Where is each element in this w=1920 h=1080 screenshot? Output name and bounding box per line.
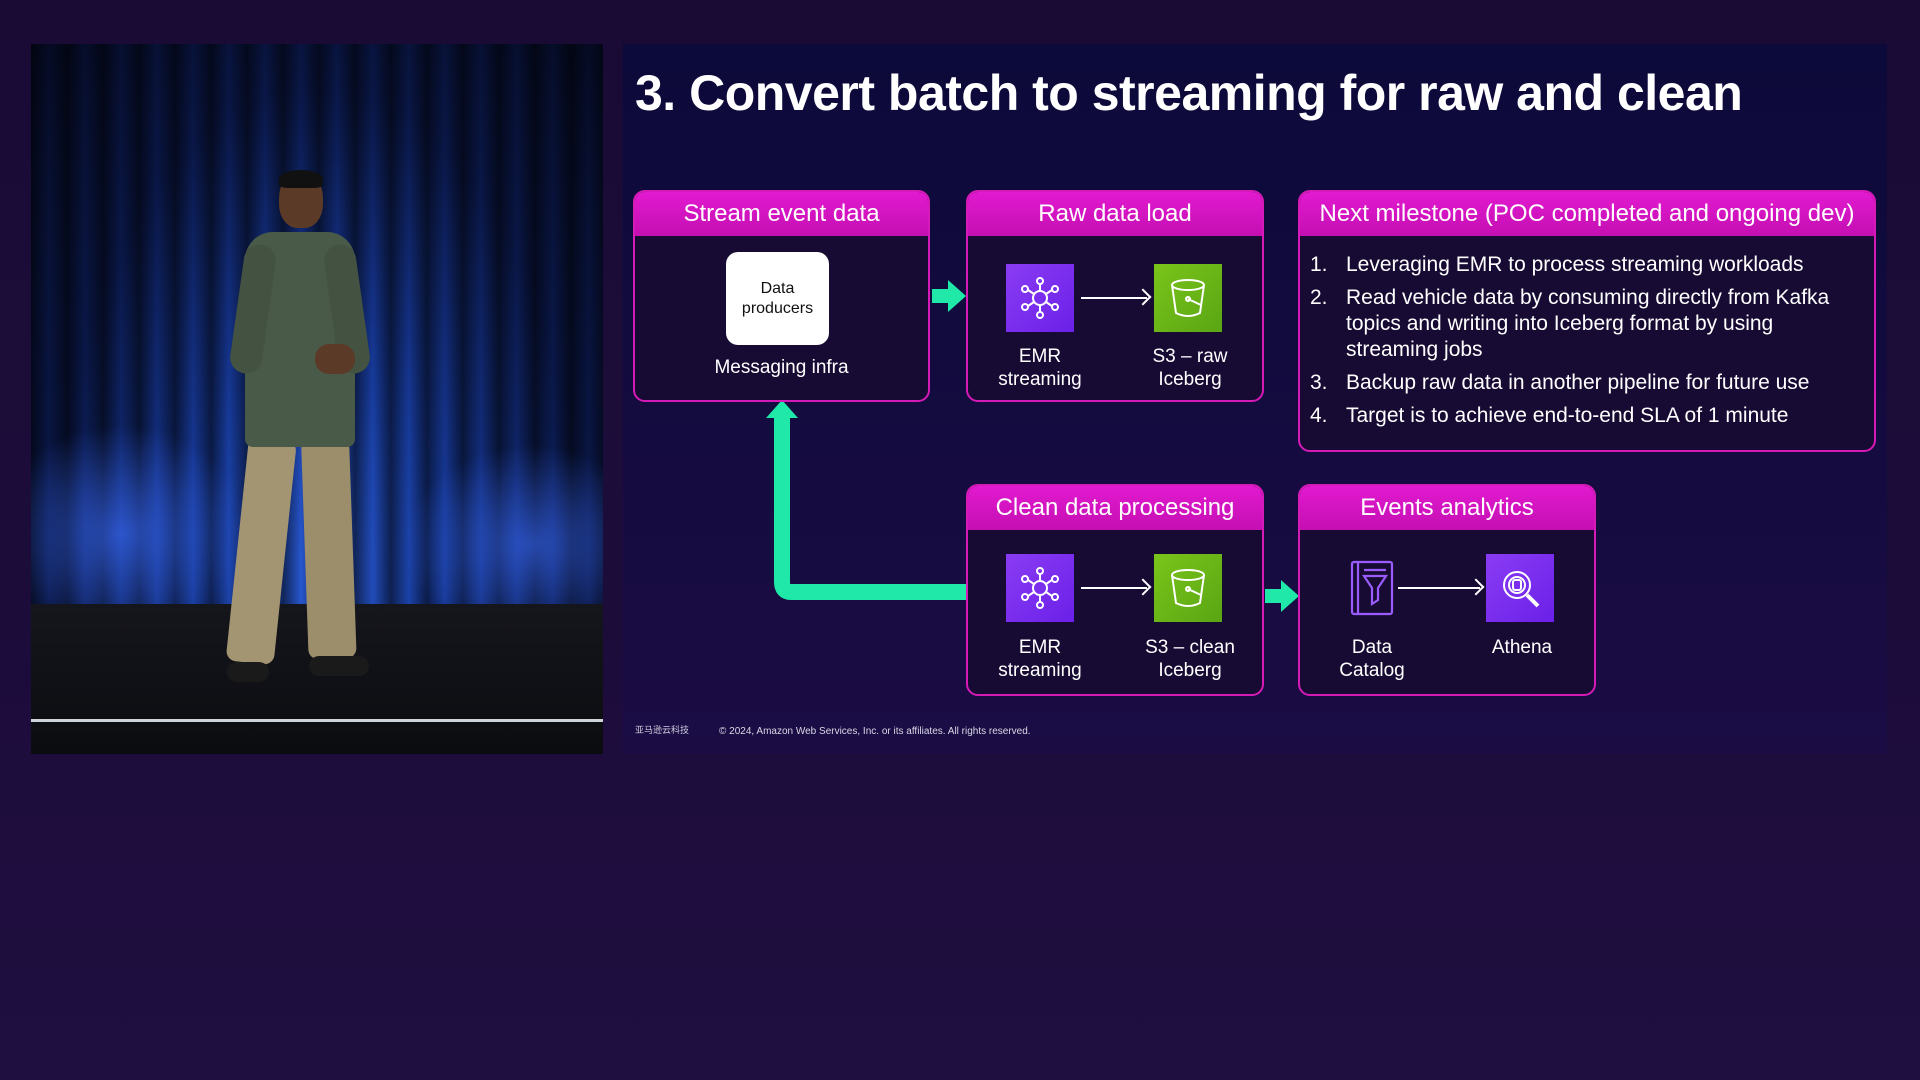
speaker-video	[31, 44, 603, 754]
slide-title: 3. Convert batch to streaming for raw an…	[635, 65, 1743, 121]
stream-event-box: Stream event data Data producers Messagi…	[633, 190, 930, 402]
messaging-infra-label: Messaging infra	[714, 357, 849, 378]
next-milestone-box: Next milestone (POC completed and ongoin…	[1298, 190, 1876, 452]
clean-data-processing-header: Clean data processing	[968, 486, 1262, 530]
s3-bucket-icon	[1154, 264, 1222, 332]
raw-data-load-header: Raw data load	[968, 192, 1262, 236]
data-catalog-icon	[1338, 554, 1406, 622]
stream-event-header: Stream event data	[635, 192, 928, 236]
milestone-item: 3. Backup raw data in another pipeline f…	[1310, 371, 1810, 394]
milestone-item: 1. Leveraging EMR to process streaming w…	[1310, 253, 1804, 276]
flow-arrows	[766, 280, 1299, 612]
flow-arrow-clean-to-analytics	[1265, 580, 1299, 612]
footer-logo: 亚马逊云科技	[635, 725, 690, 735]
emr-to-s3-arrow	[1081, 587, 1147, 589]
events-analytics-box: Events analytics Data Catalog Athena	[1298, 484, 1596, 696]
s3-raw-iceberg-label: S3 – raw Iceberg	[1152, 346, 1228, 390]
flow-arrow-clean-to-stream	[766, 400, 967, 600]
s3-clean-iceberg-label: S3 – clean Iceberg	[1145, 637, 1235, 681]
emr-cluster-icon	[1006, 264, 1074, 332]
milestone-item: 2. Read vehicle data by consuming direct…	[1310, 286, 1830, 361]
footer-copyright: © 2024, Amazon Web Services, Inc. or its…	[719, 726, 1031, 737]
presentation-slide: 3. Convert batch to streaming for raw an…	[623, 44, 1887, 754]
s3-bucket-icon	[1154, 554, 1222, 622]
milestone-item: 4. Target is to achieve end-to-end SLA o…	[1310, 404, 1789, 427]
clean-data-processing-box: Clean data processing EMR streaming S3 –…	[966, 484, 1264, 696]
athena-search-icon	[1486, 554, 1554, 622]
data-catalog-label: Data Catalog	[1339, 637, 1405, 681]
athena-label: Athena	[1491, 637, 1553, 658]
data-producers-card: Data producers	[726, 252, 829, 345]
next-milestone-header: Next milestone (POC completed and ongoin…	[1300, 192, 1874, 236]
raw-data-load-box: Raw data load EMR streaming S3 – raw	[966, 190, 1264, 402]
emr-to-s3-arrow	[1081, 297, 1147, 299]
milestone-list: 1. Leveraging EMR to process streaming w…	[1310, 252, 1864, 436]
emr-streaming-label: EMR streaming	[998, 637, 1082, 681]
catalog-to-athena-arrow	[1398, 587, 1480, 589]
emr-streaming-label: EMR streaming	[998, 346, 1082, 390]
events-analytics-header: Events analytics	[1300, 486, 1594, 530]
flow-arrow-stream-to-raw	[932, 280, 966, 312]
emr-cluster-icon	[1006, 554, 1074, 622]
